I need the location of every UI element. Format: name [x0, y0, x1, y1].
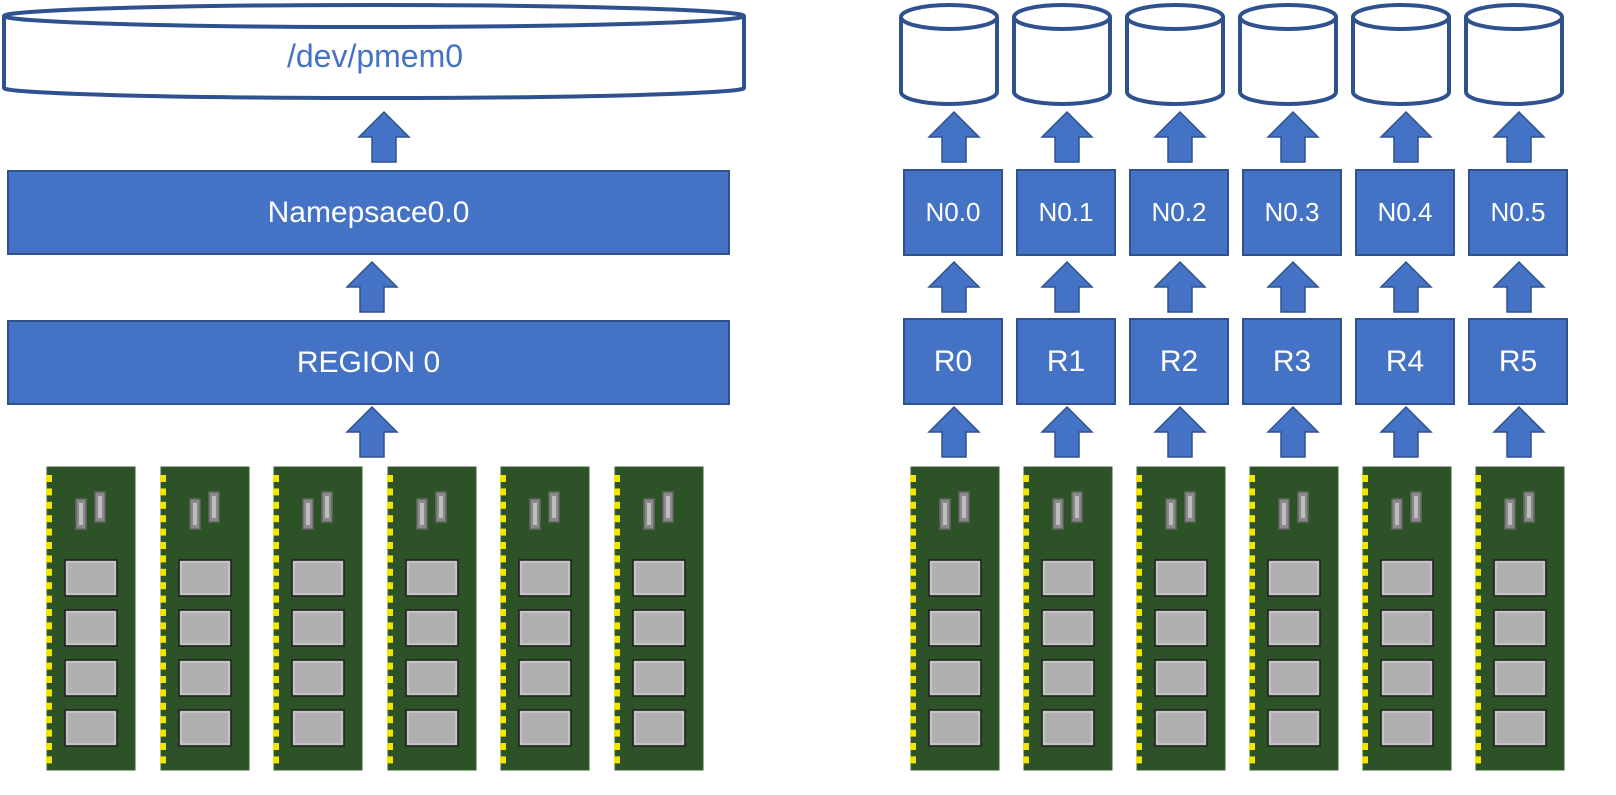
dimm-memory-module-icon [1360, 465, 1452, 772]
namespace-box: N0.4 [1355, 169, 1455, 256]
arrow-up-icon [927, 260, 981, 314]
arrow-up-icon [1492, 405, 1546, 459]
cylinder-disk-icon [1238, 3, 1338, 106]
dimm-memory-module-icon [498, 465, 590, 772]
dimm-memory-module-icon [158, 465, 250, 772]
arrow-up-icon [1153, 110, 1207, 164]
arrow-up-icon [1266, 110, 1320, 164]
namespace-box: N0.2 [1129, 169, 1229, 256]
dimm-memory-module-icon [1021, 465, 1113, 772]
namespace-box: N0.3 [1242, 169, 1342, 256]
region-box: R3 [1242, 318, 1342, 405]
arrow-up-icon [357, 110, 411, 164]
dimm-memory-module-icon [1247, 465, 1339, 772]
arrow-up-icon [1379, 405, 1433, 459]
arrow-up-icon [1040, 405, 1094, 459]
arrow-up-icon [1266, 260, 1320, 314]
region-bar: REGION 0 [7, 320, 730, 405]
arrow-up-icon [345, 260, 399, 314]
namespace-box: N0.1 [1016, 169, 1116, 256]
arrow-up-icon [1492, 260, 1546, 314]
region-box: R5 [1468, 318, 1568, 405]
dimm-memory-module-icon [908, 465, 1000, 772]
region-box: R1 [1016, 318, 1116, 405]
arrow-up-icon [1492, 110, 1546, 164]
namespace-box: N0.5 [1468, 169, 1568, 256]
dimm-memory-module-icon [44, 465, 136, 772]
cylinder-disk-icon [899, 3, 999, 106]
arrow-up-icon [1153, 405, 1207, 459]
dimm-memory-module-icon [271, 465, 363, 772]
cylinder-disk-icon [1351, 3, 1451, 106]
region-box: R4 [1355, 318, 1455, 405]
namespace-box: N0.0 [903, 169, 1003, 256]
dimm-memory-module-icon [385, 465, 477, 772]
arrow-up-icon [1040, 110, 1094, 164]
arrow-up-icon [927, 405, 981, 459]
region-box: R0 [903, 318, 1003, 405]
dimm-memory-module-icon [1134, 465, 1226, 772]
namespace-bar: Namepsace0.0 [7, 170, 730, 255]
pmem-device-label: /dev/pmem0 [286, 38, 464, 74]
dimm-memory-module-icon [612, 465, 704, 772]
arrow-up-icon [345, 405, 399, 459]
arrow-up-icon [1153, 260, 1207, 314]
arrow-up-icon [1379, 260, 1433, 314]
arrow-up-icon [1040, 260, 1094, 314]
arrow-up-icon [1266, 405, 1320, 459]
arrow-up-icon [1379, 110, 1433, 164]
region-box: R2 [1129, 318, 1229, 405]
cylinder-disk-icon [1125, 3, 1225, 106]
cylinder-disk-icon [1464, 3, 1564, 106]
arrow-up-icon [927, 110, 981, 164]
dimm-memory-module-icon [1473, 465, 1565, 772]
pmem-disk-icon [2, 3, 746, 100]
cylinder-disk-icon [1012, 3, 1112, 106]
